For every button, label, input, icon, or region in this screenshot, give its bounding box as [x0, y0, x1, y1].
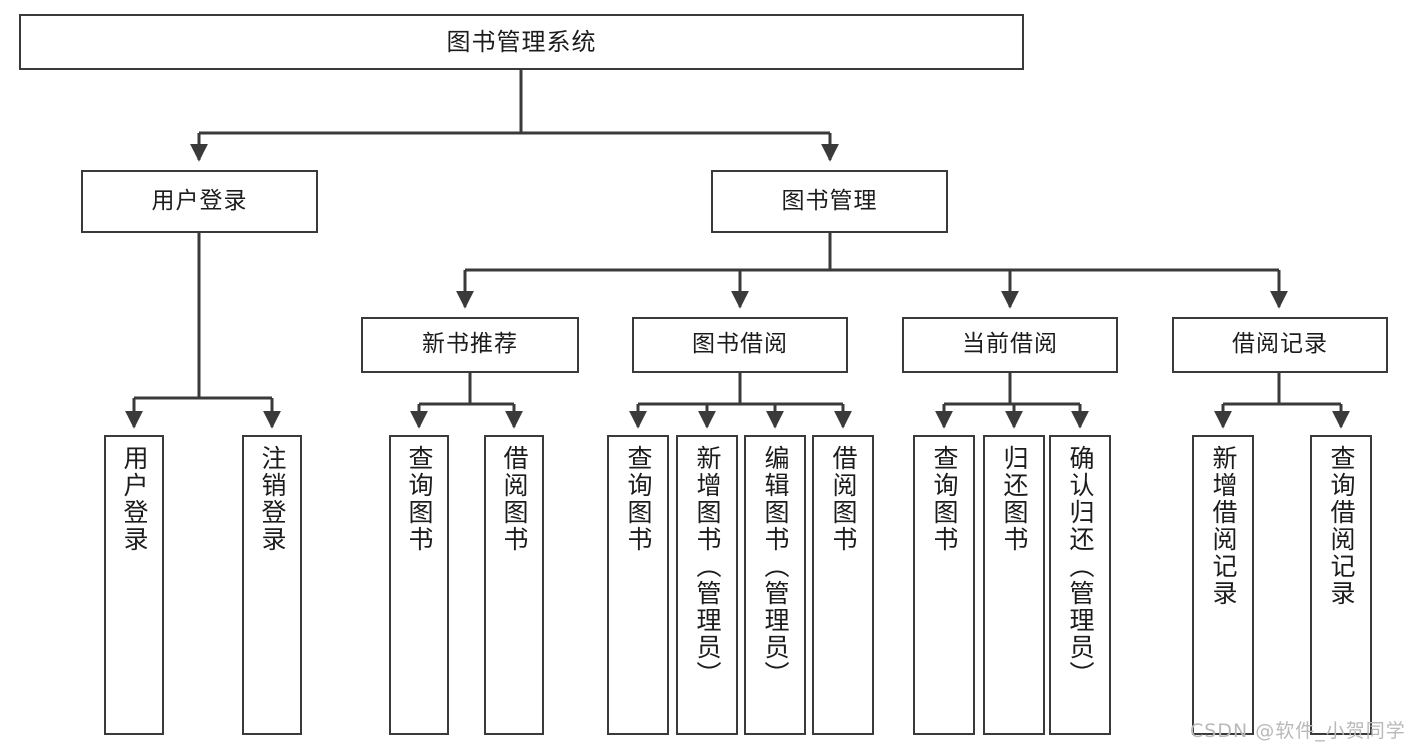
node-borrow-records[interactable]: 借阅记录	[1172, 317, 1388, 373]
leaf-logout[interactable]: 注销登录	[242, 435, 302, 735]
node-current-borrow[interactable]: 当前借阅	[902, 317, 1118, 373]
leaf-add-book-admin[interactable]: 新增图书（管理员）	[676, 435, 738, 735]
leaf-edit-book-admin[interactable]: 编辑图书（管理员）	[744, 435, 806, 735]
leaf-borrow-books-new[interactable]: 借阅图书	[484, 435, 544, 735]
leaf-borrow-books-new-label: 借阅图书	[500, 445, 529, 553]
leaf-lend-book[interactable]: 借阅图书	[812, 435, 874, 735]
leaf-query-books-new-label: 查询图书	[405, 445, 434, 553]
leaf-query-borrow-record[interactable]: 查询借阅记录	[1310, 435, 1372, 735]
node-new-book-recommend-label: 新书推荐	[422, 331, 518, 358]
leaf-confirm-return-admin-label: 确认归还（管理员）	[1066, 445, 1095, 688]
node-book-management[interactable]: 图书管理	[711, 170, 948, 233]
leaf-return-book-label: 归还图书	[1000, 445, 1029, 553]
leaf-lend-book-label: 借阅图书	[829, 445, 858, 553]
node-book-borrow-label: 图书借阅	[692, 331, 788, 358]
leaf-return-book[interactable]: 归还图书	[983, 435, 1045, 735]
node-root[interactable]: 图书管理系统	[19, 14, 1024, 70]
node-user-login[interactable]: 用户登录	[81, 170, 318, 233]
leaf-query-books-borrow-label: 查询图书	[624, 445, 653, 553]
leaf-query-books-new[interactable]: 查询图书	[389, 435, 449, 735]
node-book-borrow[interactable]: 图书借阅	[632, 317, 848, 373]
leaf-add-book-admin-label: 新增图书（管理员）	[693, 445, 722, 688]
leaf-query-books-borrow[interactable]: 查询图书	[607, 435, 669, 735]
leaf-add-borrow-record[interactable]: 新增借阅记录	[1192, 435, 1254, 735]
node-borrow-records-label: 借阅记录	[1232, 331, 1328, 358]
leaf-edit-book-admin-label: 编辑图书（管理员）	[761, 445, 790, 688]
leaf-user-login-label: 用户登录	[120, 445, 149, 553]
node-book-management-label: 图书管理	[781, 187, 878, 214]
leaf-user-login[interactable]: 用户登录	[104, 435, 164, 735]
leaf-query-borrow-record-label: 查询借阅记录	[1327, 445, 1356, 607]
leaf-add-borrow-record-label: 新增借阅记录	[1209, 445, 1238, 607]
node-current-borrow-label: 当前借阅	[962, 331, 1058, 358]
leaf-query-books-current[interactable]: 查询图书	[913, 435, 975, 735]
watermark: CSDN @软件_小贺同学	[1190, 720, 1405, 742]
node-new-book-recommend[interactable]: 新书推荐	[361, 317, 579, 373]
node-user-login-label: 用户登录	[151, 187, 248, 214]
leaf-query-books-current-label: 查询图书	[930, 445, 959, 553]
leaf-confirm-return-admin[interactable]: 确认归还（管理员）	[1049, 435, 1111, 735]
leaf-logout-label: 注销登录	[258, 445, 287, 553]
node-root-label: 图书管理系统	[446, 27, 597, 56]
